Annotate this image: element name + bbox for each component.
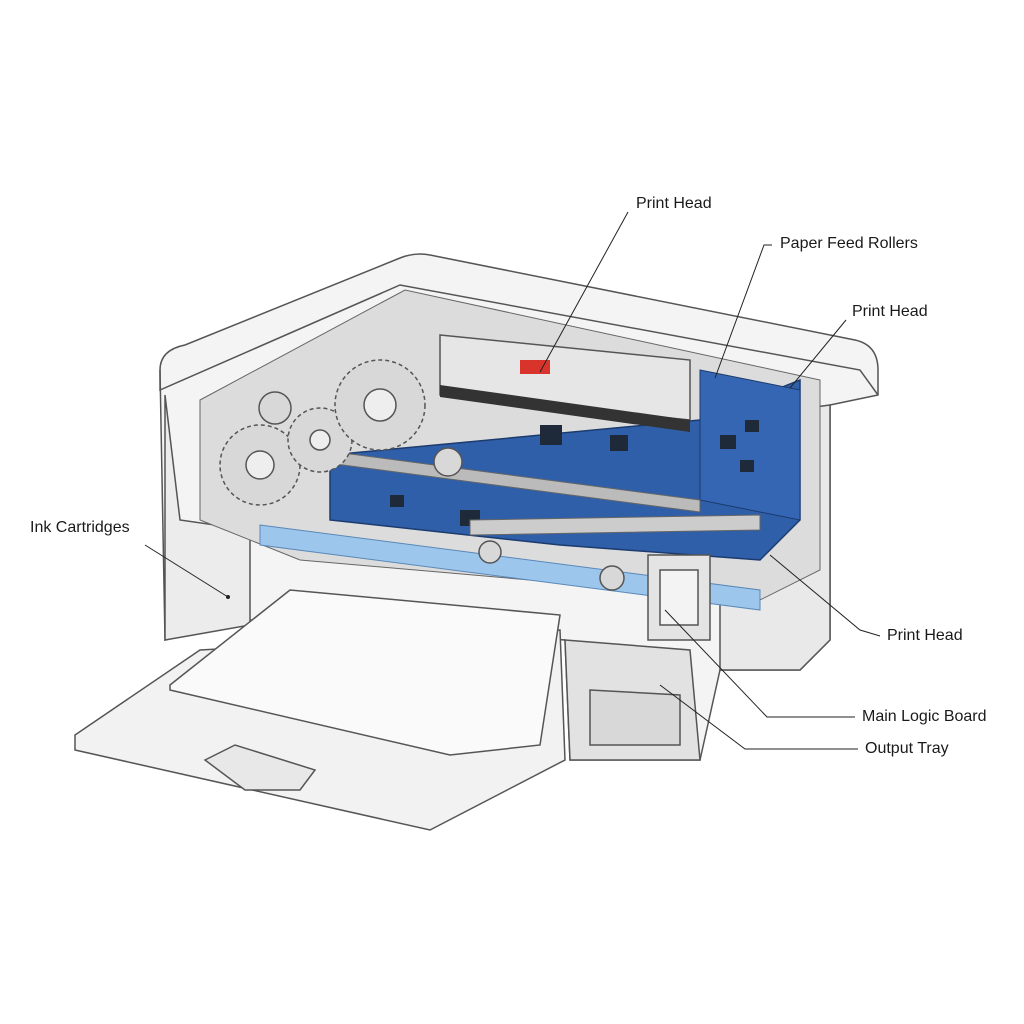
- label-paper-feed-rollers: Paper Feed Rollers: [780, 235, 918, 252]
- red-connector: [520, 360, 550, 374]
- leader-lines: [144, 211, 881, 750]
- label-output-tray: Output Tray: [865, 740, 949, 757]
- label-print-head-right-upper: Print Head: [852, 303, 928, 320]
- label-main-logic-board: Main Logic Board: [862, 708, 987, 725]
- paper-tray: [74, 589, 566, 831]
- ink-cartridges-pointer-dot: [226, 595, 230, 599]
- output-tray-unit: [647, 554, 711, 641]
- label-print-head-top: Print Head: [636, 195, 712, 212]
- gears: [219, 359, 625, 591]
- label-ink-cartridges: Ink Cartridges: [30, 519, 130, 536]
- label-print-head-right-lower: Print Head: [887, 627, 963, 644]
